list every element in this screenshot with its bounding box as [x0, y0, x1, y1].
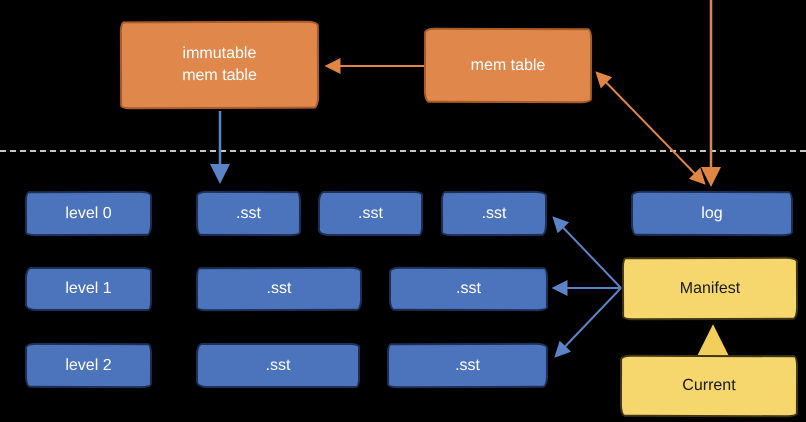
- node-level-1: level 1: [25, 267, 152, 311]
- node-immutable-mem-table: immutable mem table: [119, 20, 320, 110]
- node-sst-level0-1: .sst: [195, 190, 302, 237]
- arrow-manifest-to-sst-level2: [554, 287, 622, 358]
- node-mem-table: mem table: [423, 27, 593, 104]
- node-sst-level1-2: .sst: [388, 266, 549, 312]
- node-sst-level2-2: .sst: [386, 342, 549, 389]
- node-sst-level1-1: .sst: [195, 266, 363, 312]
- node-current: Current: [619, 354, 799, 418]
- memory-disk-separator: [0, 150, 806, 152]
- node-manifest: Manifest: [621, 256, 799, 321]
- node-log: log: [630, 190, 794, 237]
- node-sst-level0-3: .sst: [440, 190, 548, 237]
- node-sst-level2-1: .sst: [196, 343, 360, 388]
- node-level-2: level 2: [24, 342, 153, 389]
- arrow-memtable-log-bidirectional: [595, 71, 706, 185]
- arrow-manifest-to-sst-level0: [552, 216, 622, 289]
- node-level-0: level 0: [24, 190, 153, 237]
- node-sst-level0-2: .sst: [318, 191, 423, 236]
